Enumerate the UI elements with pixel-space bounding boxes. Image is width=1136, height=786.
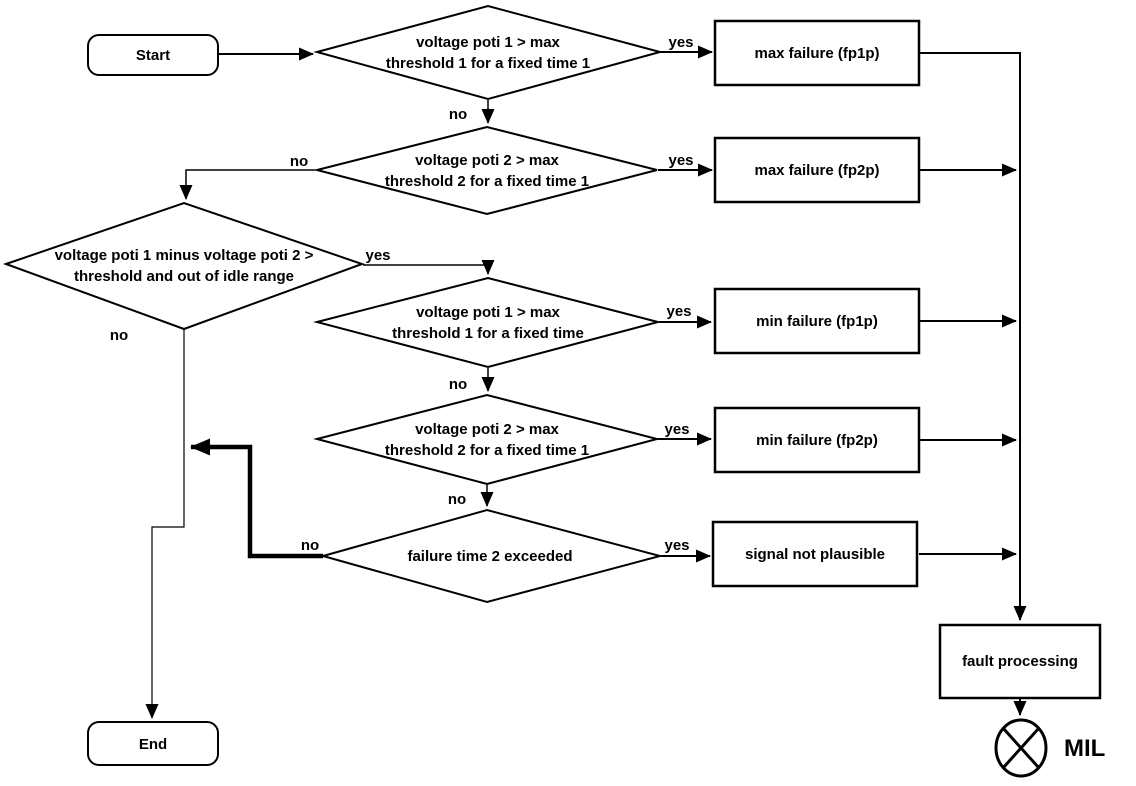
start-node: Start: [87, 34, 219, 76]
yes-label-d3: yes: [365, 247, 390, 264]
no-label-d6: no: [301, 537, 319, 554]
decision-poti-difference-threshold-label-line1: voltage poti 1 minus voltage poti 2 >: [55, 247, 314, 264]
decision-poti-difference-threshold: voltage poti 1 minus voltage poti 2 > th…: [3, 201, 365, 331]
process-fault-processing-shape: [938, 623, 1102, 700]
start-node-label: Start: [136, 47, 170, 64]
process-signal-not-plausible-shape: [711, 520, 919, 588]
process-max-failure-fp2p: max failure (fp2p): [713, 136, 921, 204]
process-max-failure-fp1p-label: max failure (fp1p): [754, 45, 879, 62]
edge-d3-no-to-end: [145, 330, 185, 719]
mil-indicator: MIL: [994, 718, 1105, 778]
no-label-d2: no: [290, 153, 308, 170]
process-min-failure-fp1p-shape: [713, 287, 921, 355]
end-node-shape: [87, 721, 219, 766]
no-label-d3: no: [110, 327, 128, 344]
decision-poti2-max-threshold2-label-line1: voltage poti 2 > max: [415, 152, 559, 169]
yes-label-d2: yes: [668, 152, 693, 169]
decision-poti2-min-threshold2-label-line2: threshold 2 for a fixed time 1: [385, 442, 589, 459]
edge-d6-no-to-end-line: [190, 438, 323, 559]
edge-d3-yes-to-d4: [363, 260, 495, 275]
decision-poti2-max-threshold2-shape: [316, 125, 658, 216]
edge-d2-no-to-d3: [179, 169, 317, 200]
yes-label-d4: yes: [666, 303, 691, 320]
process-max-failure-fp2p-shape: [713, 136, 921, 204]
decision-poti1-max-threshold1-shape: [313, 4, 664, 101]
decision-poti2-min-threshold2-shape: [313, 393, 661, 486]
process-min-failure-fp2p-label: min failure (fp2p): [756, 432, 878, 449]
yes-label-d1: yes: [668, 34, 693, 51]
process-max-failure-fp2p-label: max failure (fp2p): [754, 162, 879, 179]
decision-poti2-min-threshold2: voltage poti 2 > max threshold 2 for a f…: [313, 393, 661, 486]
process-min-failure-fp2p-shape: [713, 406, 921, 474]
yes-label-d5: yes: [664, 421, 689, 438]
decision-poti2-min-threshold2-label-line1: voltage poti 2 > max: [415, 421, 559, 438]
process-fault-processing: fault processing: [938, 623, 1102, 700]
process-min-failure-fp2p: min failure (fp2p): [713, 406, 921, 474]
decision-poti1-max-threshold1: voltage poti 1 > max threshold 1 for a f…: [313, 4, 664, 101]
decision-poti1-min-threshold1-label-line2: threshold 1 for a fixed time: [392, 325, 584, 342]
edge-trunk-to-fault-processing: [919, 52, 1027, 621]
decision-poti1-max-threshold1-label-line1: voltage poti 1 > max: [416, 34, 560, 51]
branch-labels: yes no yes no yes no yes no yes no yes n…: [110, 34, 694, 554]
process-min-failure-fp1p-label: min failure (fp1p): [756, 313, 878, 330]
end-node: End: [87, 721, 219, 766]
process-min-failure-fp1p: min failure (fp1p): [713, 287, 921, 355]
decision-poti1-min-threshold1: voltage poti 1 > max threshold 1 for a f…: [313, 276, 662, 369]
no-label-d1: no: [449, 106, 467, 123]
yes-label-d6: yes: [664, 537, 689, 554]
edges: [145, 45, 1027, 719]
mil-lamp-cross-line-2: [1001, 726, 1041, 770]
decision-poti1-min-threshold1-shape: [313, 276, 662, 369]
decision-poti-difference-threshold-shape: [3, 201, 365, 331]
end-node-label: End: [139, 736, 167, 753]
decision-failure-time-2-exceeded-label: failure time 2 exceeded: [407, 548, 572, 565]
decision-poti2-max-threshold2-label-line2: threshold 2 for a fixed time 1: [385, 173, 589, 190]
process-signal-not-plausible: signal not plausible: [711, 520, 919, 588]
process-fault-processing-label: fault processing: [962, 653, 1078, 670]
process-max-failure-fp1p-shape: [713, 19, 921, 87]
no-label-d4: no: [449, 376, 467, 393]
decision-failure-time-2-exceeded-shape: [319, 508, 664, 604]
decision-poti1-max-threshold1-label-line2: threshold 1 for a fixed time 1: [386, 55, 590, 72]
decision-poti2-max-threshold2: voltage poti 2 > max threshold 2 for a f…: [316, 125, 658, 216]
start-node-shape: [87, 34, 219, 76]
decision-failure-time-2-exceeded: failure time 2 exceeded: [319, 508, 664, 604]
process-max-failure-fp1p: max failure (fp1p): [713, 19, 921, 87]
decision-poti-difference-threshold-label-line2: threshold and out of idle range: [74, 268, 294, 285]
mil-label: MIL: [1064, 735, 1105, 762]
decision-poti1-min-threshold1-label-line1: voltage poti 1 > max: [416, 304, 560, 321]
no-label-d5: no: [448, 491, 466, 508]
process-signal-not-plausible-label: signal not plausible: [745, 546, 885, 563]
